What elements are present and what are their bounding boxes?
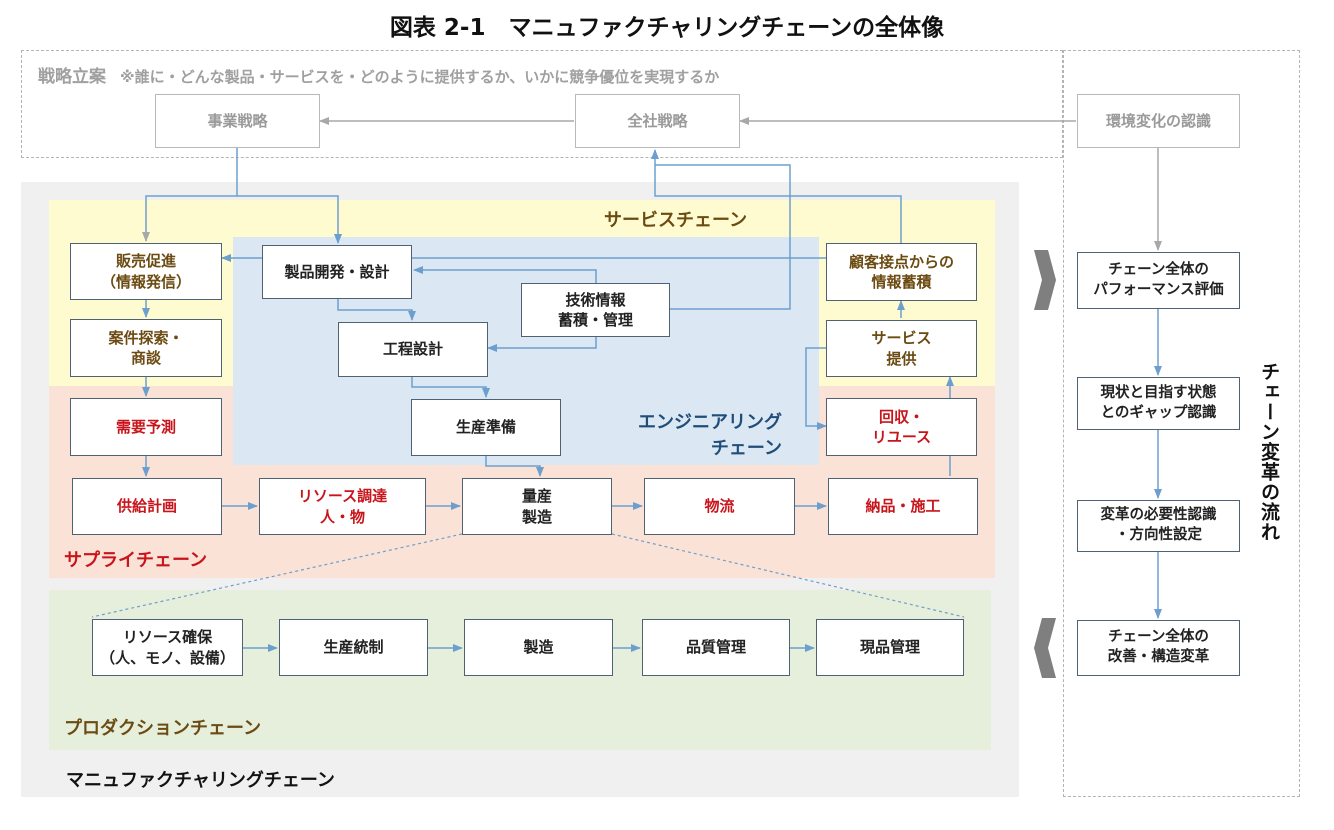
demand-forecast-box: 需要予測 bbox=[70, 398, 222, 456]
arrow-prep-to-mass-production bbox=[485, 456, 544, 477]
engineering-chain-label: エンジニアリング チェーン bbox=[638, 412, 782, 460]
service-chain-label: サービスチェーン bbox=[604, 210, 748, 231]
business-strategy-box: 事業戦略 bbox=[155, 94, 320, 148]
production-control-box: 生産統制 bbox=[279, 619, 428, 676]
onsite-goods-management-box: 現品管理 bbox=[816, 619, 964, 676]
arrow-tech-to-corporate bbox=[655, 164, 791, 310]
sales-promotion-box: 販売促進 （情報発信） bbox=[70, 243, 222, 300]
supply-plan-box: 供給計画 bbox=[72, 478, 222, 535]
supply-chain-label: サプライチェーン bbox=[64, 550, 208, 571]
resource-procurement-box: リソース調達 人・物 bbox=[259, 478, 426, 535]
figure-title: 図表 2-1 マニュファクチャリングチェーンの全体像 bbox=[389, 15, 945, 41]
environment-recognition-box: 環境変化の認識 bbox=[1077, 94, 1240, 148]
logistics-box: 物流 bbox=[644, 478, 795, 535]
quality-management-box: 品質管理 bbox=[642, 619, 790, 676]
arrow-process-to-prep bbox=[411, 377, 490, 398]
strategy-note: ※誰に・どんな製品・サービスを・どのように提供するか、いかに競争優位を実現するか bbox=[120, 68, 720, 86]
strategy-band bbox=[21, 50, 1063, 158]
strategy-heading-row: 戦略立案 ※誰に・どんな製品・サービスを・どのように提供するか、いかに競争優位を実… bbox=[38, 62, 1058, 87]
transformation-title: チェーン変革の流れ bbox=[1258, 362, 1280, 542]
recovery-reuse-box: 回収・ リユース bbox=[826, 398, 977, 456]
arrow-business-to-product-dev bbox=[237, 195, 342, 244]
strategy-title: 戦略立案 bbox=[38, 67, 106, 87]
zoom-line-right bbox=[611, 533, 965, 618]
deal-search-box: 案件探索・ 商談 bbox=[70, 319, 222, 377]
production-chain-label: プロダクションチェーン bbox=[64, 718, 262, 739]
process-design-box: 工程設計 bbox=[338, 322, 488, 377]
corporate-strategy-box: 全社戦略 bbox=[575, 94, 740, 148]
transformation-step-1: チェーン全体の パフォーマンス評価 bbox=[1077, 252, 1240, 309]
transformation-step-3: 変革の必要性認識 ・方向性設定 bbox=[1077, 500, 1240, 552]
chevron-right-icon bbox=[1034, 250, 1056, 310]
arrow-service-to-recovery bbox=[805, 347, 827, 430]
customer-contact-info-box: 顧客接点からの 情報蓄積 bbox=[826, 243, 977, 301]
arrow-tech-to-process bbox=[487, 337, 597, 352]
service-provision-box: サービス 提供 bbox=[826, 320, 977, 377]
arrow-customer-to-corporate bbox=[651, 149, 902, 243]
manufacturing-box: 製造 bbox=[464, 619, 613, 676]
arrow-product-dev-to-process bbox=[337, 299, 416, 321]
chevron-left-icon bbox=[1034, 618, 1056, 678]
tech-info-management-box: 技術情報 蓄積・管理 bbox=[521, 283, 670, 337]
production-prep-box: 生産準備 bbox=[411, 399, 561, 456]
product-development-box: 製品開発・設計 bbox=[262, 245, 412, 299]
zoom-line-left bbox=[91, 533, 463, 618]
delivery-construction-box: 納品・施工 bbox=[828, 478, 978, 535]
transformation-step-4: チェーン全体の 改善・構造変革 bbox=[1077, 620, 1240, 676]
resource-secure-box: リソース確保 （人、モノ、設備） bbox=[92, 619, 243, 676]
arrow-tech-to-product-dev bbox=[413, 266, 597, 283]
arrow-business-to-sales bbox=[142, 148, 238, 242]
transformation-panel bbox=[1063, 50, 1300, 797]
transformation-step-2: 現状と目指す状態 とのギャップ認識 bbox=[1077, 377, 1240, 430]
manufacturing-chain-label: マニュファクチャリングチェーン bbox=[66, 770, 335, 791]
mass-production-box: 量産 製造 bbox=[462, 478, 612, 535]
